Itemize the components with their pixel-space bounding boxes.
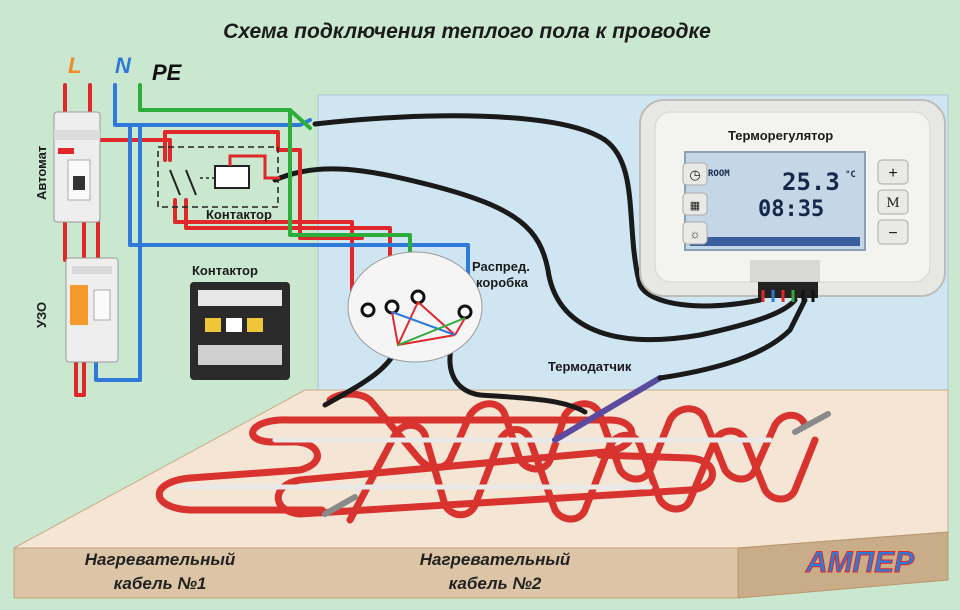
thermostat-label: Терморегулятор	[728, 128, 833, 143]
up-button-label: +	[888, 165, 897, 182]
mode-button[interactable]	[877, 189, 909, 215]
temperature-unit: °C	[845, 170, 856, 180]
down-button[interactable]	[877, 219, 909, 245]
cable1-label-line2: кабель №1	[114, 574, 207, 593]
thermostat: ◷ ▦ ☼ + M − ROOM 25.3 °C 08:35	[639, 99, 946, 298]
rcd-label: УЗО	[34, 302, 49, 328]
amper-logo: АМПЕР	[804, 546, 915, 580]
contactor-photo-label: Контактор	[192, 263, 258, 278]
thermostat-display	[684, 151, 866, 251]
diagram-title: Схема подключения теплого пола к проводк…	[223, 20, 711, 43]
junction-box-label-1: Распред.	[472, 259, 530, 274]
logo-text: АМПЕР	[805, 546, 915, 579]
breaker-label: Автомат	[34, 146, 49, 200]
up-button[interactable]	[877, 159, 909, 185]
room-indicator: ROOM	[708, 169, 730, 179]
phase-l-label: L	[68, 53, 81, 78]
sensor-label: Термодатчик	[548, 359, 632, 374]
heating-cable	[155, 390, 831, 524]
rcd-device	[65, 257, 119, 363]
contactor-inline-label: Контактор	[206, 207, 272, 222]
cable2-label-line1: Нагревательный	[420, 550, 571, 569]
circuit-breaker	[53, 111, 101, 223]
time-readout: 08:35	[758, 197, 824, 222]
contactor-device	[190, 282, 290, 380]
cable1-label-line1: Нагревательный	[85, 550, 236, 569]
junction-box-label-2: коробка	[476, 275, 529, 290]
cable2-label-line2: кабель №2	[449, 574, 542, 593]
ground-pe-label: PE	[152, 60, 183, 85]
thermostat-terminal-wires	[761, 290, 815, 302]
sun-moon-icon: ☼	[690, 227, 701, 241]
thermo-sensor: Термодатчик	[548, 297, 808, 443]
grid-icon: ▦	[690, 200, 700, 212]
mode-button-label: M	[886, 196, 899, 211]
program-button[interactable]	[682, 192, 708, 216]
down-button-label: −	[888, 225, 897, 242]
temperature-readout: 25.3	[782, 168, 840, 196]
junction-box	[347, 251, 483, 363]
contactor-schematic	[157, 146, 280, 208]
black-cables	[272, 113, 798, 415]
clock-icon: ◷	[689, 167, 700, 182]
sun-button[interactable]	[682, 221, 708, 245]
clock-button[interactable]	[682, 162, 708, 186]
neutral-n-label: N	[115, 53, 132, 78]
